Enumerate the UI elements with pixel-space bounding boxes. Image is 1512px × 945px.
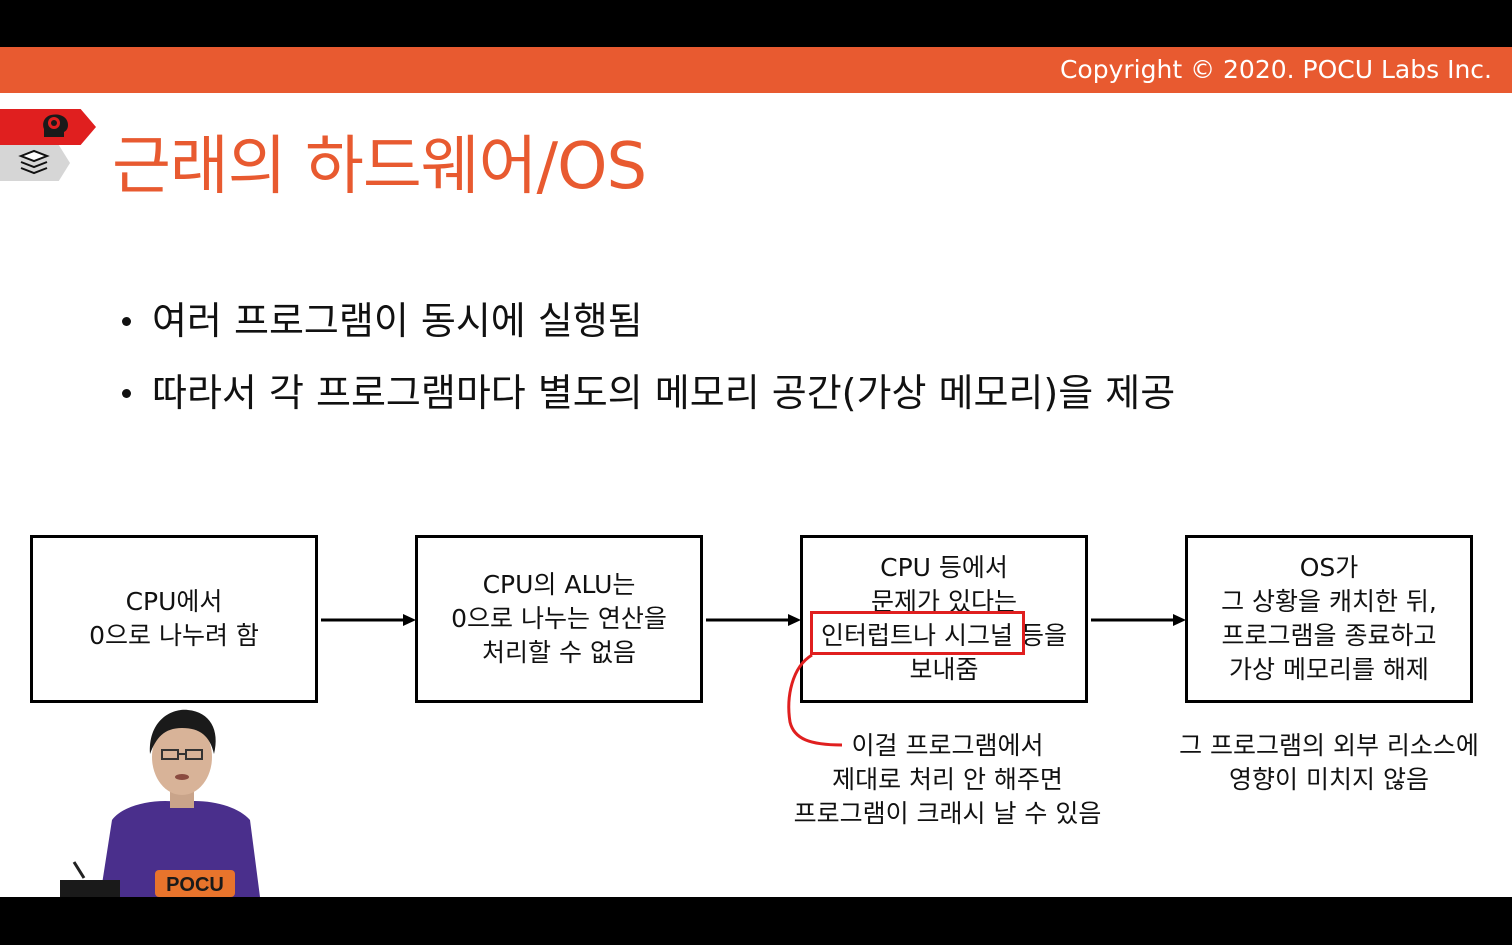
flow-box-cpu-divide: CPU에서 0으로 나누려 함	[30, 535, 318, 703]
bullet-item: 따라서 각 프로그램마다 별도의 메모리 공간(가상 메모리)을 제공	[120, 357, 1175, 429]
flow-box-line: 0으로 나누려 함	[89, 621, 259, 650]
side-nav-item-brain[interactable]	[0, 109, 96, 145]
flow-box-line: CPU의 ALU는	[482, 570, 636, 599]
flow-box-line: 프로그램을 종료하고	[1221, 621, 1437, 650]
flow-box-line: CPU에서	[125, 587, 223, 616]
flow-box-text: OS가 그 상황을 캐치한 뒤, 프로그램을 종료하고 가상 메모리를 해제	[1221, 551, 1437, 687]
bullet-text: 여러 프로그램이 동시에 실행됨	[152, 299, 643, 343]
flow-arrow	[706, 614, 801, 626]
flow-box-text: CPU의 ALU는 0으로 나누는 연산을 처리할 수 없음	[451, 568, 667, 670]
flow-box-line: 가상 메모리를 해제	[1229, 655, 1429, 684]
slide: Copyright © 2020. POCU Labs Inc. 근래의 하드웨…	[0, 47, 1512, 897]
brain-icon	[43, 114, 68, 137]
flow-arrow	[1091, 614, 1186, 626]
flow-arrow	[321, 614, 416, 626]
flow-box-line: 보내줌	[909, 655, 979, 684]
callout-note-line: 이걸 프로그램에서	[851, 731, 1044, 760]
flow-box-text: CPU 등에서 문제가 있다는 인터럽트나 시그널 등을 보내줌	[821, 551, 1067, 687]
flow-box-os: OS가 그 상황을 캐치한 뒤, 프로그램을 종료하고 가상 메모리를 해제	[1185, 535, 1473, 703]
flow-box-line: 처리할 수 없음	[482, 638, 636, 667]
header-bar: Copyright © 2020. POCU Labs Inc.	[0, 47, 1512, 93]
bullet-text: 따라서 각 프로그램마다 별도의 메모리 공간(가상 메모리)을 제공	[152, 371, 1176, 415]
bullet-dot	[122, 317, 131, 326]
slide-title: 근래의 하드웨어/OS	[112, 130, 647, 204]
flow-box-text: CPU에서 0으로 나누려 함	[89, 585, 259, 653]
copyright-text: Copyright © 2020. POCU Labs Inc.	[1059, 55, 1492, 84]
flow-box-line: CPU 등에서	[880, 553, 1008, 582]
flow-box-line: 인터럽트나 시그널 등을	[821, 621, 1067, 650]
callout-note: 이걸 프로그램에서 제대로 처리 안 해주면 프로그램이 크래시 날 수 있음	[780, 729, 1115, 831]
flow-box-line: 그 상황을 캐치한 뒤,	[1221, 587, 1437, 616]
presenter-shirt-logo: POCU	[166, 874, 224, 896]
callout-note-line: 제대로 처리 안 해주면	[832, 765, 1063, 794]
os-note-line: 영향이 미치지 않음	[1229, 765, 1429, 794]
flow-box-line: 0으로 나누는 연산을	[451, 604, 667, 633]
presenter-video: POCU	[60, 709, 260, 897]
os-note: 그 프로그램의 외부 리소스에 영향이 미치지 않음	[1160, 729, 1498, 797]
bullet-list: 여러 프로그램이 동시에 실행됨 따라서 각 프로그램마다 별도의 메모리 공간…	[120, 285, 1175, 429]
interrupt-highlight-box	[810, 611, 1025, 655]
bullet-dot	[122, 389, 131, 398]
side-nav-item-books[interactable]	[0, 145, 70, 181]
bullet-item: 여러 프로그램이 동시에 실행됨	[120, 285, 1175, 357]
bottom-bar	[0, 897, 1512, 945]
os-note-line: 그 프로그램의 외부 리소스에	[1179, 731, 1479, 760]
callout-note-line: 프로그램이 크래시 날 수 있음	[793, 799, 1102, 828]
callout-line	[787, 653, 843, 747]
books-icon	[18, 149, 50, 175]
flow-box-line: OS가	[1299, 553, 1359, 582]
flow-box-interrupt: CPU 등에서 문제가 있다는 인터럽트나 시그널 등을 보내줌	[800, 535, 1088, 703]
flow-box-alu: CPU의 ALU는 0으로 나누는 연산을 처리할 수 없음	[415, 535, 703, 703]
